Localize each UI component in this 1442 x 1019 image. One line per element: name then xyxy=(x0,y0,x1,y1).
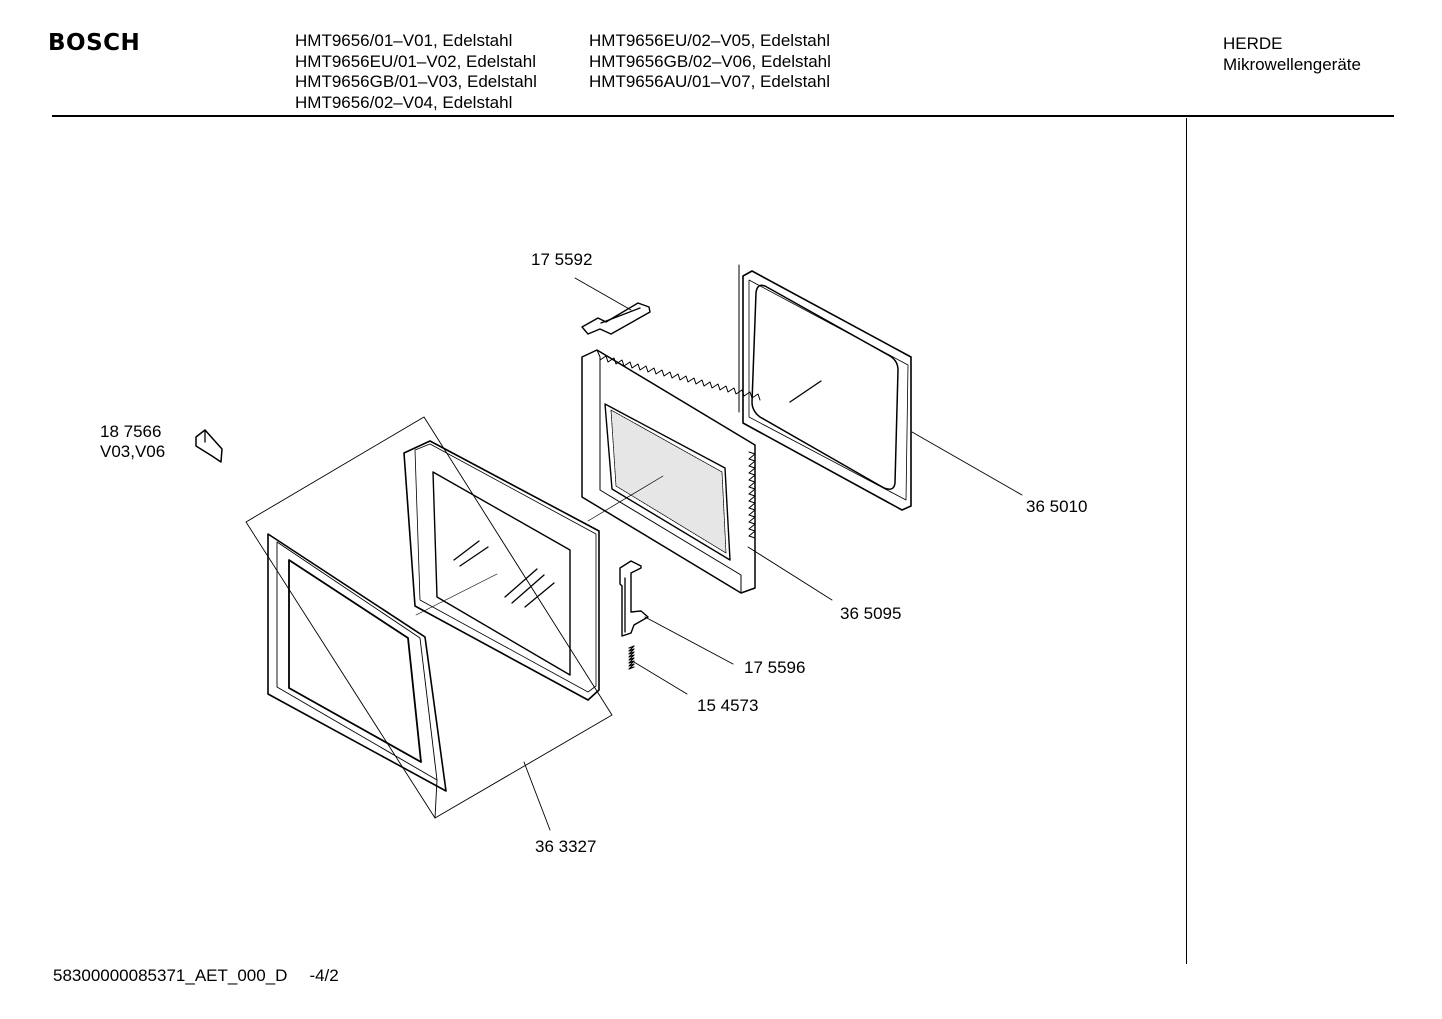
part-label-175592: 17 5592 xyxy=(531,250,593,269)
part-label-365010: 36 5010 xyxy=(1026,497,1088,516)
part-label-175596: 17 5596 xyxy=(744,658,806,677)
model-list-right: HMT9656EU/02–V05, Edelstahl HMT9656GB/02… xyxy=(589,31,831,93)
category-main: HERDE xyxy=(1223,34,1283,53)
part-label-187566: 18 7566 xyxy=(100,422,162,441)
model-line: HMT9656AU/01–V07, Edelstahl xyxy=(589,72,830,91)
small-pad-part xyxy=(195,429,223,463)
brand-logo: BOSCH xyxy=(48,30,141,56)
model-line: HMT9656GB/02–V06, Edelstahl xyxy=(589,51,831,71)
model-line: HMT9656/01–V01, Edelstahl xyxy=(295,31,513,50)
latch-hook-part xyxy=(619,560,649,637)
model-line: HMT9656EU/01–V02, Edelstahl xyxy=(295,51,536,71)
part-label-154573: 15 4573 xyxy=(697,696,759,715)
part-label-363327: 36 3327 xyxy=(535,837,597,856)
part-label-365095: 36 5095 xyxy=(840,604,902,623)
model-list-left: HMT9656/01–V01, Edelstahl HMT9656EU/01–V… xyxy=(295,31,537,113)
rear-door-frame xyxy=(738,264,912,511)
spring-part xyxy=(628,645,635,670)
category-block: HERDE Mikrowellengeräte xyxy=(1223,33,1361,75)
hinge-bracket-part xyxy=(581,302,651,335)
page-number: -4/2 xyxy=(309,966,339,985)
door-glass-frame xyxy=(403,440,600,701)
document-id: 58300000085371_AET_000_D xyxy=(53,966,288,985)
model-line: HMT9656EU/02–V05, Edelstahl xyxy=(589,31,830,50)
leader-lines xyxy=(415,277,1023,831)
side-divider xyxy=(1186,118,1187,964)
model-line: HMT9656GB/01–V03, Edelstahl xyxy=(295,72,537,91)
door-front-panel xyxy=(245,416,613,819)
part-label-187566-variants: V03,V06 xyxy=(100,442,166,461)
header-divider xyxy=(52,115,1394,117)
footer: 58300000085371_AET_000_D -4/2 xyxy=(53,966,339,986)
inner-door-mesh-panel xyxy=(581,349,761,594)
model-line: HMT9656/02–V04, Edelstahl xyxy=(295,92,513,112)
category-sub: Mikrowellengeräte xyxy=(1223,55,1361,74)
